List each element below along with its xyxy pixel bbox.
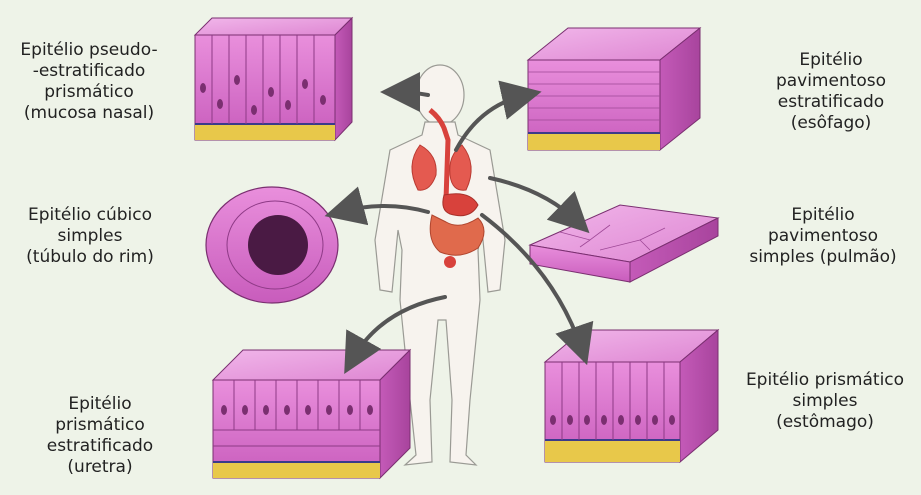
label-line: (mucosa nasal) <box>6 103 172 124</box>
label-line: pavimentoso <box>732 226 914 247</box>
label-line: -estratificado <box>6 61 172 82</box>
label-line: (uretra) <box>10 457 190 478</box>
arrow-to-lung <box>490 178 578 222</box>
label-line: Epitélio <box>10 394 190 415</box>
tube-simple-cuboidal <box>206 187 338 303</box>
label-line: estratificado <box>748 92 914 113</box>
label-line: Epitélio prismático <box>734 370 916 391</box>
label-line: (túbulo do rim) <box>8 247 172 268</box>
label-line: estratificado <box>10 436 190 457</box>
bladder-shape <box>444 256 456 268</box>
label-simple-cuboidal: Epitélio cúbico simples (túbulo do rim) <box>8 205 172 268</box>
sheet-simple-squamous <box>530 205 718 282</box>
block-stratified-squamous <box>528 28 700 150</box>
label-simple-columnar: Epitélio prismático simples (estômago) <box>734 370 916 433</box>
label-line: pavimentoso <box>748 71 914 92</box>
block-pseudostratified <box>195 18 352 140</box>
label-stratified-squamous: Epitélio pavimentoso estratificado (esôf… <box>748 50 914 134</box>
label-line: (estômago) <box>734 412 916 433</box>
label-pseudostratified: Epitélio pseudo- -estratificado prismáti… <box>6 40 172 124</box>
label-line: Epitélio <box>748 50 914 71</box>
label-line: simples (pulmão) <box>732 247 914 268</box>
label-stratified-columnar: Epitélio prismático estratificado (uretr… <box>10 394 190 478</box>
label-line: simples <box>8 226 172 247</box>
label-line: (esôfago) <box>748 113 914 134</box>
label-simple-squamous: Epitélio pavimentoso simples (pulmão) <box>732 205 914 268</box>
label-line: Epitélio cúbico <box>8 205 172 226</box>
label-line: Epitélio pseudo- <box>6 40 172 61</box>
label-line: simples <box>734 391 916 412</box>
arrow-to-nasal <box>396 92 428 95</box>
block-simple-columnar <box>545 330 718 462</box>
label-line: prismático <box>10 415 190 436</box>
label-line: Epitélio <box>732 205 914 226</box>
label-line: prismático <box>6 82 172 103</box>
block-stratified-columnar <box>213 350 410 478</box>
